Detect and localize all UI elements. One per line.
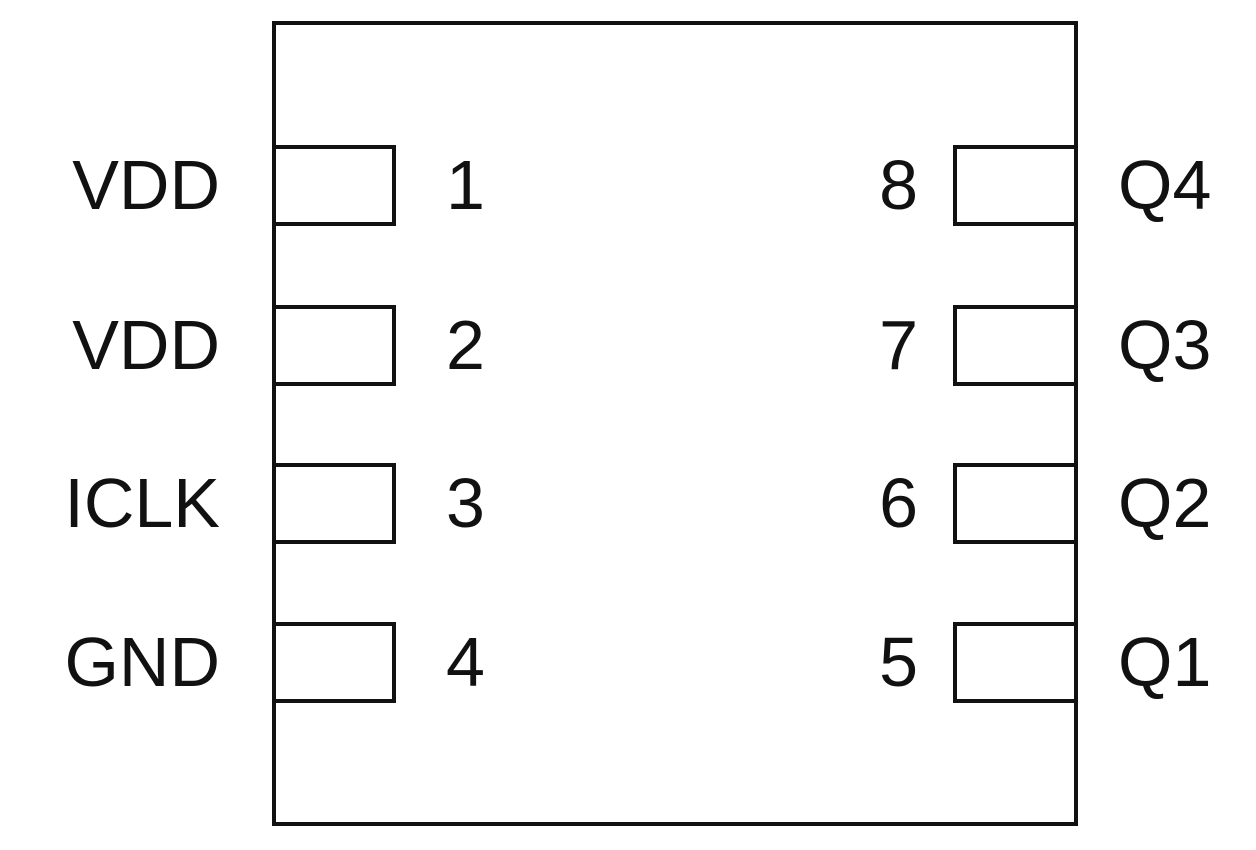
pin-pad [272,622,396,703]
pin-signal-label: GND [64,623,220,701]
pin-pad [272,463,396,544]
package-body [272,21,1078,826]
pin-signal-label: Q4 [1118,146,1211,224]
pin-signal-label: Q1 [1118,623,1211,701]
left-pin-4: GND 4 [64,622,485,703]
pin-pad [953,463,1078,544]
pin-signal-label: Q3 [1118,306,1211,384]
pin-number-label: 3 [446,464,485,542]
right-pin-6: 6 Q2 [879,463,1211,544]
left-pin-3: ICLK 3 [64,463,485,544]
right-pin-5: 5 Q1 [879,622,1211,703]
left-pin-1: VDD 1 [72,145,485,226]
pin-pad [272,145,396,226]
pin-pad [953,622,1078,703]
pin-pad [953,145,1078,226]
pin-signal-label: ICLK [64,464,220,542]
pin-number-label: 4 [446,623,485,701]
right-pin-7: 7 Q3 [879,305,1211,386]
pin-pad [953,305,1078,386]
pin-number-label: 1 [446,146,485,224]
pin-signal-label: Q2 [1118,464,1211,542]
pin-signal-label: VDD [72,306,220,384]
pin-signal-label: VDD [72,146,220,224]
pin-number-label: 7 [879,306,918,384]
left-pin-2: VDD 2 [72,305,485,386]
pin-pad [272,305,396,386]
pin-number-label: 5 [879,623,918,701]
right-pin-8: 8 Q4 [879,145,1211,226]
pin-number-label: 6 [879,464,918,542]
pin-number-label: 8 [879,146,918,224]
pin-number-label: 2 [446,306,485,384]
